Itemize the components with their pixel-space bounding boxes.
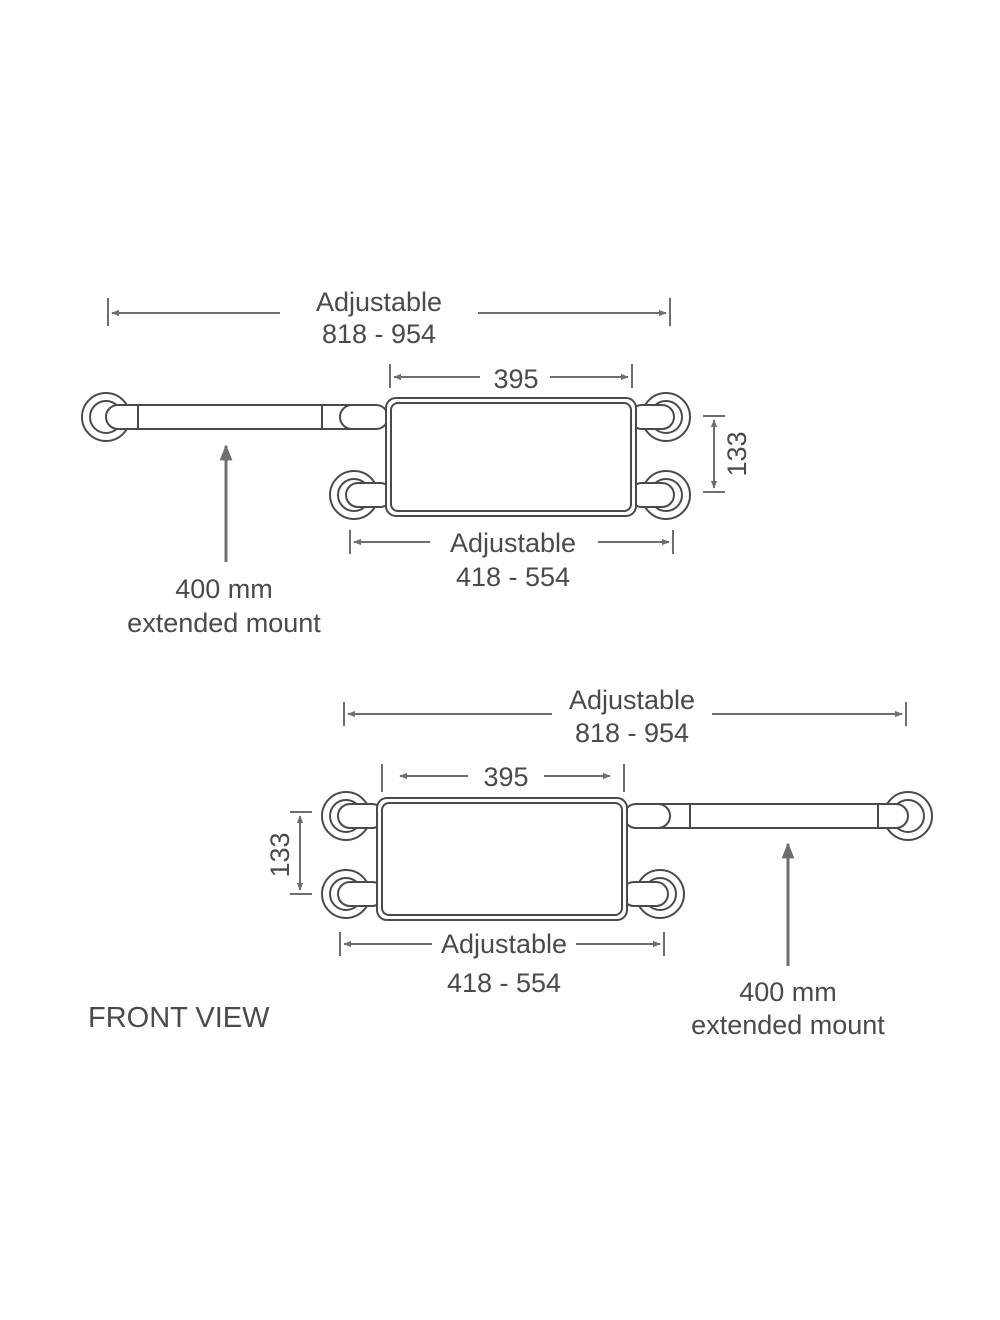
bottom-overall-dimension [343,702,907,726]
bottom-back-pad [376,797,628,921]
top-overall-label: Adjustable [316,287,442,317]
top-mount-length: 400 mm [175,574,273,604]
top-extended-arm [81,392,389,442]
bottom-lower-label: Adjustable [441,929,567,959]
bottom-view: Adjustable 818 - 954 395 [265,685,933,1040]
bottom-bracket-spacing-label: 133 [265,832,295,877]
bottom-lower-dimension [339,932,665,956]
bottom-bracket-spacing-dimension [290,811,312,895]
top-bracket-upper-right [629,392,691,442]
top-view: Adjustable 818 - 954 395 [81,287,752,638]
top-pad-width-dimension [389,364,633,388]
bottom-mount-label: extended mount [691,1010,885,1040]
view-caption: FRONT VIEW [88,1002,270,1034]
bottom-pad-width-label: 395 [483,762,528,792]
bottom-pad-width-dimension [381,764,625,792]
bottom-overall-label: Adjustable [569,685,695,715]
top-lower-label: Adjustable [450,528,576,558]
bottom-mount-length: 400 mm [739,977,837,1007]
top-overall-dimension [107,298,671,326]
top-pad-width-label: 395 [493,364,538,394]
top-bracket-spacing-dimension [703,415,725,493]
bottom-extended-arm [623,791,933,841]
top-back-pad [385,397,637,517]
bottom-overall-range: 818 - 954 [575,718,689,748]
top-lower-dimension [349,530,674,554]
bottom-bracket-lower-left [321,869,385,919]
top-bracket-spacing-label: 133 [722,431,752,476]
bottom-bracket-lower-right [621,869,685,919]
top-bracket-lower-right [629,470,691,520]
top-bracket-lower-left [329,470,393,520]
bottom-lower-range: 418 - 554 [447,968,561,998]
top-overall-range: 818 - 954 [322,319,436,349]
top-lower-range: 418 - 554 [456,562,570,592]
bottom-bracket-upper-left [321,791,385,841]
top-mount-label: extended mount [127,608,321,638]
